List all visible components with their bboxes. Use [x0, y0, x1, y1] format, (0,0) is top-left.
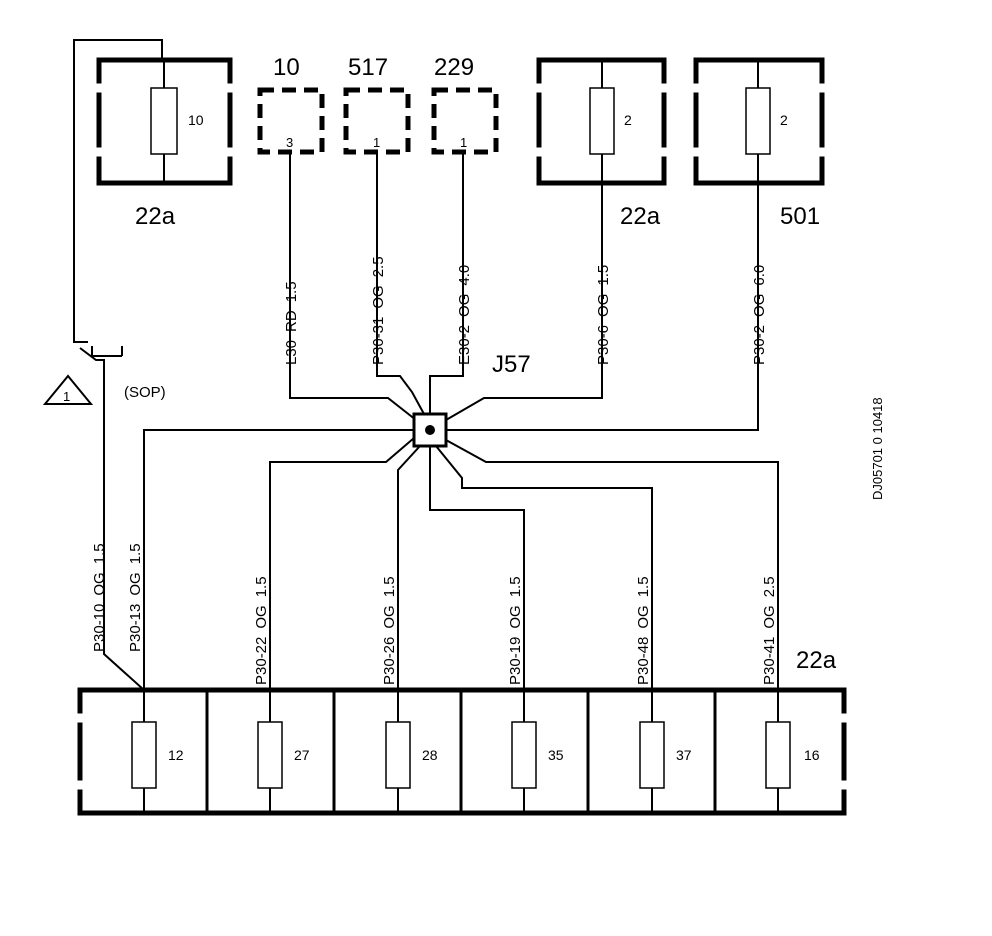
wire-label: L30RD1.5	[283, 281, 300, 365]
fuse-icon	[511, 721, 537, 789]
wire-label: P30-19OG1.5	[507, 576, 524, 685]
box-label: 22a	[135, 203, 176, 230]
connector-label: 10	[273, 54, 300, 81]
fuse-number: 2	[624, 112, 632, 128]
box-label: 501	[780, 203, 820, 230]
warning-triangle-icon	[42, 374, 94, 405]
sop-label: (SOP)	[124, 384, 166, 401]
reference-code: DJ05701 0 10418	[870, 397, 885, 500]
connector-label: 517	[348, 54, 388, 81]
note-marker: 1 (SOP)	[42, 374, 166, 405]
note-number: 1	[63, 389, 70, 404]
fuse-number: 16	[804, 747, 820, 763]
connector-label: 229	[434, 54, 474, 81]
fuse-icon	[589, 87, 615, 155]
connector-3: 229 1	[431, 54, 499, 155]
wire-label: E30-2OG4.0	[456, 265, 473, 365]
junction-j57: J57	[412, 351, 531, 448]
fuse-icon	[150, 87, 178, 155]
wire-label: P30-10OG1.5	[91, 543, 108, 652]
junction-label: J57	[492, 351, 531, 378]
fuse-icon	[765, 721, 791, 789]
wire-label: P30-13OG1.5	[127, 543, 144, 652]
fuse-icon	[639, 721, 665, 789]
connector-pin: 3	[286, 135, 293, 150]
wires	[73, 39, 779, 691]
fuse-icon	[131, 721, 157, 789]
wire-label: P30-26OG1.5	[381, 576, 398, 685]
top-wire-labels: L30RD1.5 P30-31OG2.5 E30-2OG4.0 P30-6OG1…	[283, 256, 768, 365]
wire-label: P30-2OG6.0	[751, 265, 768, 365]
fuse-number: 2	[780, 112, 788, 128]
fuse-number: 37	[676, 747, 692, 763]
wire-label: P30-6OG1.5	[595, 265, 612, 365]
box-label: 22a	[796, 647, 837, 674]
fuse-icon	[385, 721, 411, 789]
connector-pin: 1	[460, 135, 467, 150]
fuse-icon	[257, 721, 283, 789]
wire-label: P30-48OG1.5	[635, 576, 652, 685]
fuse-number: 28	[422, 747, 438, 763]
box-label: 22a	[620, 203, 661, 230]
fuse-number: 12	[168, 747, 184, 763]
wire-label: P30-41OG2.5	[761, 576, 778, 685]
connector-pin: 1	[373, 135, 380, 150]
fuse-icon	[745, 87, 771, 155]
bottom-wire-labels: P30-10OG1.5 P30-13OG1.5 P30-22OG1.5 P30-…	[91, 543, 778, 685]
connector-2: 517 1	[343, 54, 411, 155]
top-fuse-box-1: 10 22a	[93, 57, 236, 230]
fuse-number: 10	[188, 112, 204, 128]
connector-1: 10 3	[257, 54, 325, 155]
bottom-fuse-box: 12 27 28 35 37 16 22a	[74, 647, 850, 816]
fuse-number: 27	[294, 747, 310, 763]
wire-label: P30-31OG2.5	[370, 256, 387, 365]
fuse-number: 35	[548, 747, 564, 763]
wire-label: P30-22OG1.5	[253, 576, 270, 685]
